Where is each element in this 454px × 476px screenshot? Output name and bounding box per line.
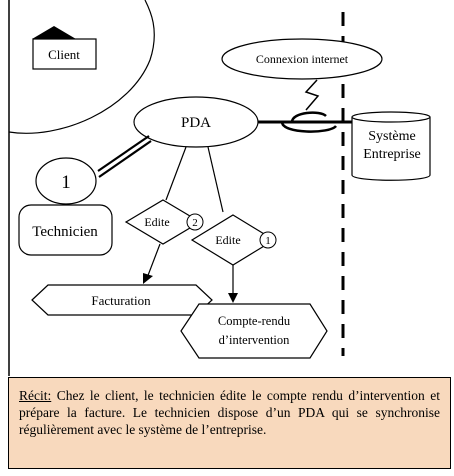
client-label: Client bbox=[48, 47, 80, 62]
edite-2-number: 2 bbox=[192, 217, 198, 229]
technicien-box bbox=[18, 204, 113, 256]
technicien-label: Technicien bbox=[32, 224, 98, 240]
edite-2-number-circle bbox=[186, 213, 204, 231]
pda-technicien-link-a bbox=[97, 135, 150, 172]
recit-box: Récit: Chez le client, le technicien édi… bbox=[8, 377, 451, 469]
edite-1-label: Edite bbox=[215, 233, 240, 247]
compte-rendu-hexagon bbox=[180, 303, 328, 359]
client-zone-arc bbox=[8, 0, 155, 134]
pda-edite2-line bbox=[165, 146, 187, 201]
facturation-label: Facturation bbox=[91, 293, 151, 308]
pda-label: PDA bbox=[181, 115, 211, 131]
connector-ring-top bbox=[290, 111, 327, 123]
edite-2-diamond bbox=[124, 199, 202, 245]
systeme-label-line1: Système bbox=[368, 129, 415, 144]
systeme-label-line2: Entreprise bbox=[363, 147, 421, 162]
systeme-cylinder bbox=[351, 111, 431, 181]
facturation-hexagon bbox=[31, 284, 213, 316]
recit-text: Chez le client, le technicien édite le c… bbox=[19, 388, 440, 437]
connexion-label: Connexion internet bbox=[256, 52, 349, 66]
number-badge-label: 1 bbox=[61, 172, 71, 193]
pda-edite1-line bbox=[207, 146, 224, 213]
number-badge-circle bbox=[35, 157, 97, 205]
connexion-ellipse bbox=[221, 38, 383, 80]
edite-1-number: 1 bbox=[265, 235, 271, 247]
edite-2-label: Edite bbox=[144, 215, 169, 229]
client-house-icon bbox=[32, 26, 97, 70]
pda-technicien-link-b bbox=[98, 140, 152, 178]
edite2-facturation-arrowhead bbox=[143, 273, 153, 284]
edite-1-number-circle bbox=[259, 231, 277, 249]
edite1-compte-rendu-arrowhead bbox=[228, 293, 238, 303]
connexion-link bbox=[304, 79, 320, 111]
connector-ring-bottom bbox=[280, 121, 337, 133]
recit-label: Récit: bbox=[19, 388, 52, 403]
compte-rendu-label-line2: d’intervention bbox=[219, 333, 291, 347]
compte-rendu-label-line1: Compte-rendu bbox=[218, 314, 291, 328]
edite2-facturation-arrow bbox=[146, 243, 161, 279]
